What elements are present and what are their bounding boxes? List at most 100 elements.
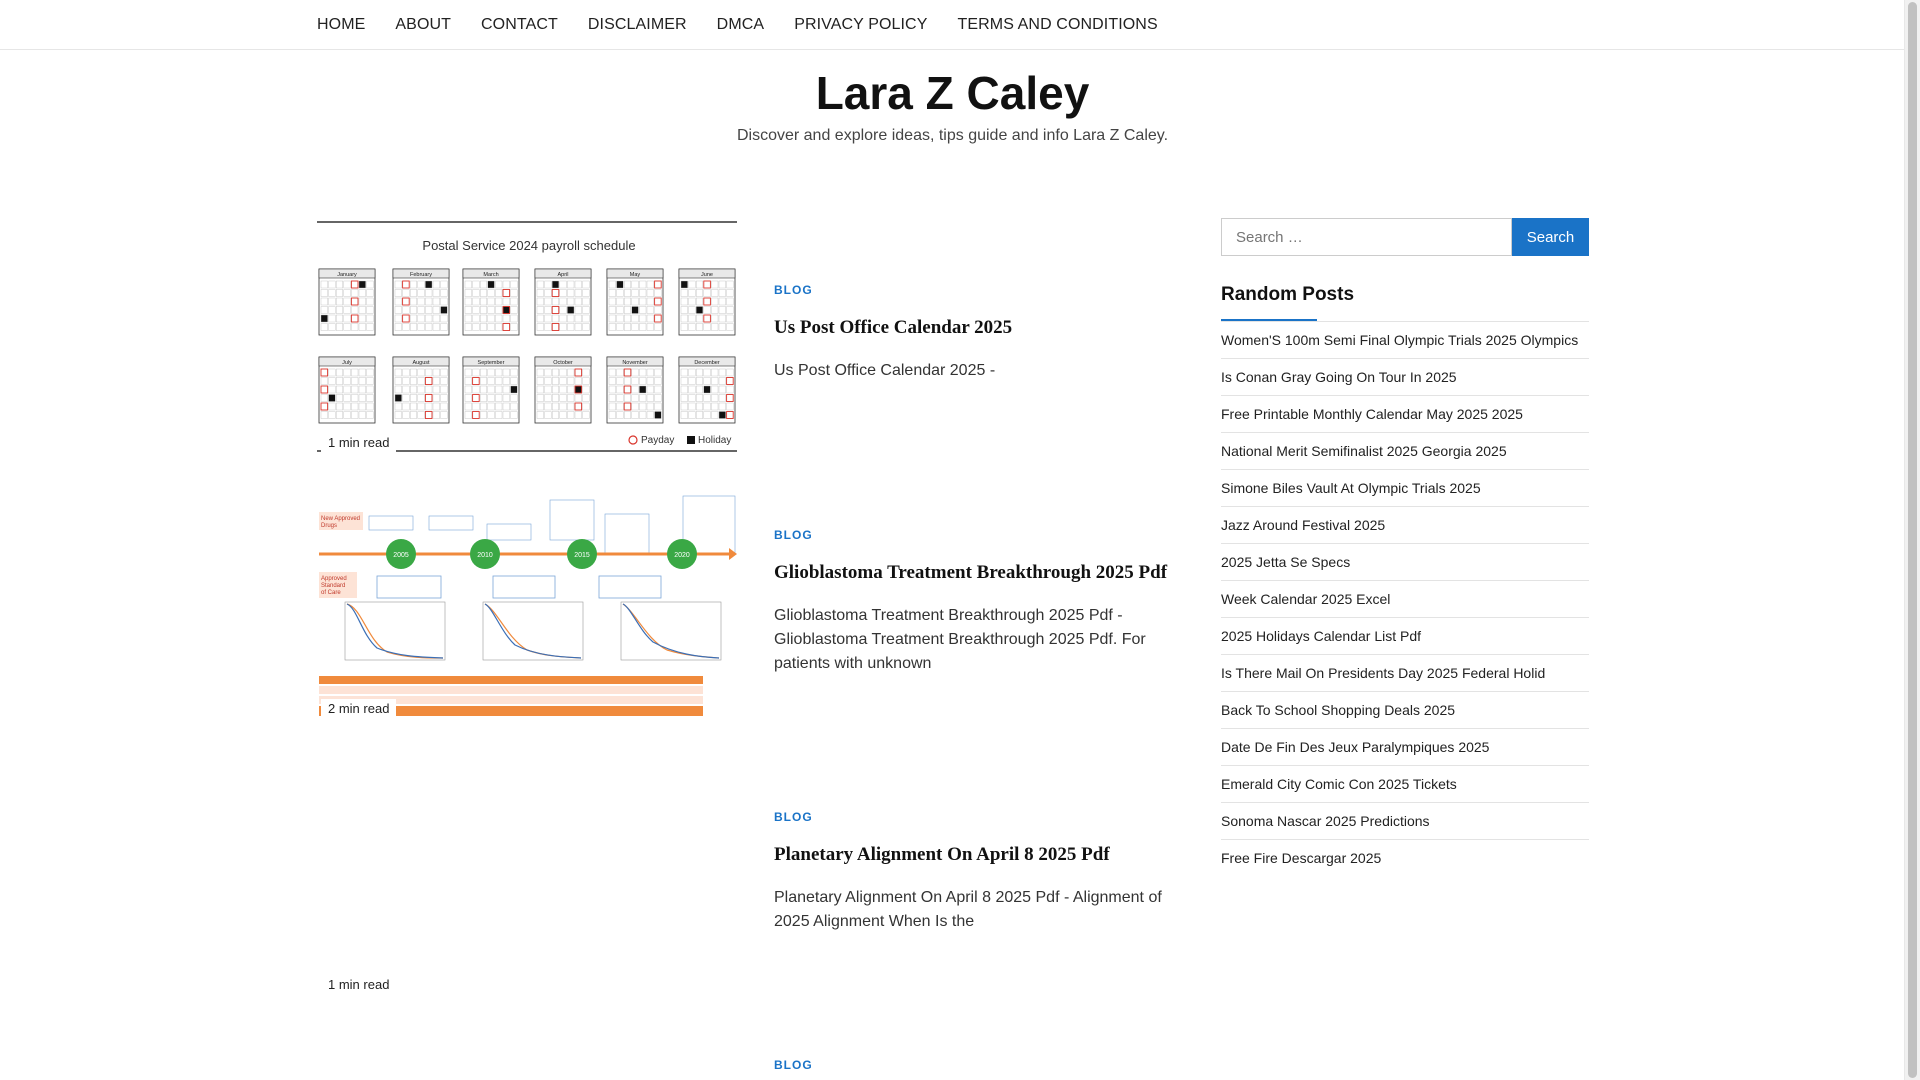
post-category[interactable]: BLOG [774,1058,813,1072]
nav-privacy-policy[interactable]: PRIVACY POLICY [794,15,928,33]
svg-text:Approved: Approved [321,576,347,582]
calendar-month: March [462,268,520,336]
nav-terms-and-conditions[interactable]: TERMS AND CONDITIONS [957,15,1158,33]
nav-disclaimer[interactable]: DISCLAIMER [587,15,687,33]
post-category[interactable]: BLOG [774,528,813,542]
random-post-link[interactable]: Simone Biles Vault At Olympic Trials 202… [1221,470,1589,507]
read-time: 1 min read [321,433,397,452]
post-thumbnail-planetary-alignment[interactable]: 1 min read [317,756,737,994]
site-title[interactable]: Lara Z Caley [815,67,1090,119]
random-post-link[interactable]: 2025 Holidays Calendar List Pdf [1221,618,1589,655]
calendar-month: June [678,268,736,336]
nav-contact[interactable]: CONTACT [481,15,558,33]
glioblastoma-timeline-image: New Approved Drugs 2005 2010 2015 2020 Appr… [317,490,737,718]
random-post-link[interactable]: Date De Fin Des Jeux Paralympiques 2025 [1221,729,1589,766]
calendar-month-label: January [337,272,357,278]
calendar-month-label: March [483,272,498,278]
post-category[interactable]: BLOG [774,810,813,824]
calendar-month-label: June [701,272,713,278]
calendar-month-label: February [410,272,432,278]
calendar-month: February [392,268,450,336]
timeline-year-circle [470,539,500,569]
calendar-caption: Postal Service 2024 payroll schedule [422,238,635,253]
timeline-year-label: 2020 [674,552,690,559]
calendar-month-label: July [342,360,352,366]
post-title[interactable]: Glioblastoma Treatment Breakthrough 2025… [774,562,1168,583]
post-content: BLOG Glioblastoma Treatment Breakthrough… [774,526,1174,676]
random-post-link[interactable]: National Merit Semifinalist 2025 Georgia… [1221,433,1589,470]
calendar-month: July [318,356,376,424]
search-input[interactable] [1221,218,1512,256]
read-time: 1 min read [321,975,397,994]
random-post-link[interactable]: Is There Mail On Presidents Day 2025 Fed… [1221,655,1589,692]
post-category[interactable]: BLOG [774,283,813,297]
payroll-calendar-image: Postal Service 2024 payroll schedule Jan… [317,221,737,452]
post-card: New Approved Drugs 2005 2010 2015 2020 Appr… [317,490,1182,720]
nav-dmca[interactable]: DMCA [716,15,765,33]
post-title[interactable]: Planetary Alignment On April 8 2025 Pdf [774,844,1110,865]
timeline-year-label: 2005 [393,552,409,559]
search-button[interactable]: Search [1512,218,1589,256]
page-scrollbar[interactable] [1904,0,1920,1080]
calendar-month: October [534,356,592,424]
post-content: BLOG Us Post Office Calendar 2025 Us Pos… [774,281,1174,383]
post-card: Postal Service 2024 payroll schedule Jan… [317,221,1182,453]
post-content: BLOG [774,1056,1174,1074]
random-posts-list: Women'S 100m Semi Final Olympic Trials 2… [1221,322,1589,876]
nav-home[interactable]: HOME [317,15,366,33]
calendar-month: April [534,268,592,336]
random-post-link[interactable]: Free Printable Monthly Calendar May 2025… [1221,396,1589,433]
timeline-year-label: 2015 [574,552,590,559]
site-description: Discover and explore ideas, tips guide a… [736,127,1169,144]
timeline-year-circle [386,539,416,569]
svg-text:New Approved: New Approved [321,516,360,522]
sidebar: Search Random Posts Women'S 100m Semi Fi… [1221,218,1589,876]
random-post-link[interactable]: Jazz Around Festival 2025 [1221,507,1589,544]
heading-underline [1221,319,1317,322]
calendar-month-label: April [557,272,568,278]
post-thumbnail-glioblastoma[interactable]: New Approved Drugs 2005 2010 2015 2020 Appr… [317,490,737,718]
nav-about[interactable]: ABOUT [395,15,452,33]
calendar-month-label: August [412,360,430,366]
scrollbar-thumb[interactable] [1908,2,1917,1078]
random-post-link[interactable]: Back To School Shopping Deals 2025 [1221,692,1589,729]
post-title[interactable]: Us Post Office Calendar 2025 [774,317,1013,338]
calendar-month: August [392,356,450,424]
timeline-year-label: 2010 [477,552,493,559]
random-post-link[interactable]: Is Conan Gray Going On Tour In 2025 [1221,359,1589,396]
search-form: Search [1221,218,1589,256]
top-navigation-bar: HOME ABOUT CONTACT DISCLAIMER DMCA PRIVA… [0,0,1905,50]
post-content: BLOG Planetary Alignment On April 8 2025… [774,808,1174,934]
calendar-month-label: November [622,360,648,366]
timeline-year-circle [567,539,597,569]
legend-payday: Payday [641,435,674,446]
post-card: BLOG [317,1056,1182,1080]
calendar-month-label: December [694,360,720,366]
calendar-month: May [606,268,664,336]
calendar-month: September [462,356,520,424]
heading-divider [1221,321,1589,322]
random-post-link[interactable]: Sonoma Nascar 2025 Predictions [1221,803,1589,840]
legend-holiday: Holiday [698,435,731,446]
read-time: 2 min read [321,699,397,718]
timeline-year-circle [667,539,697,569]
timeline-year-markers: 2005 2010 2015 2020 [386,539,697,569]
calendar-month-label: September [478,360,505,366]
random-post-link[interactable]: Women'S 100m Semi Final Olympic Trials 2… [1221,322,1589,359]
post-excerpt: Glioblastoma Treatment Breakthrough 2025… [774,607,1146,672]
calendar-month-label: October [553,360,573,366]
calendar-month: January [318,268,376,336]
svg-text:Standard: Standard [321,583,345,589]
svg-text:of Care: of Care [321,590,341,596]
post-card: 1 min read BLOG Planetary Alignment On A… [317,756,1182,996]
calendar-month: December [678,356,736,424]
random-post-link[interactable]: Week Calendar 2025 Excel [1221,581,1589,618]
post-thumbnail-payroll-calendar[interactable]: Postal Service 2024 payroll schedule Jan… [317,221,737,452]
random-post-link[interactable]: Free Fire Descargar 2025 [1221,850,1382,866]
calendar-month: November [606,356,664,424]
random-post-link[interactable]: Emerald City Comic Con 2025 Tickets [1221,766,1589,803]
random-post-link[interactable]: 2025 Jetta Se Specs [1221,544,1589,581]
random-posts-heading: Random Posts [1221,284,1355,305]
svg-text:Drugs: Drugs [321,523,337,529]
